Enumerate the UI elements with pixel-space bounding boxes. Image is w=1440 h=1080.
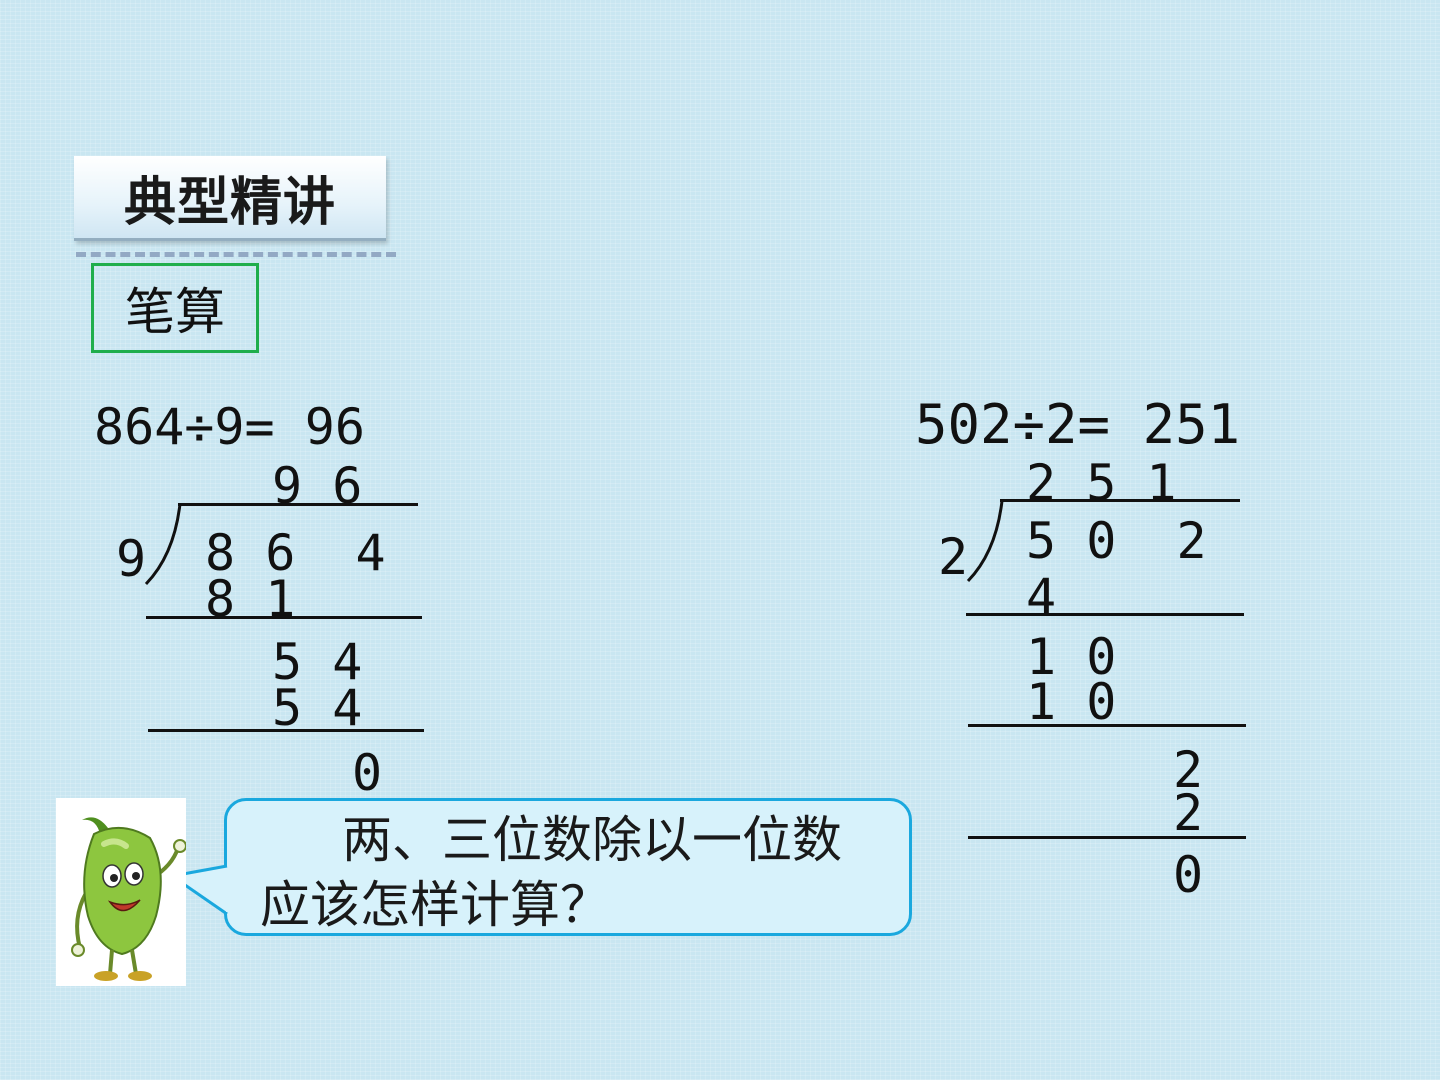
speech-bubble [224, 798, 912, 936]
left-equation: 864÷9= 96 [94, 398, 365, 456]
right-step-3: 1 0 [1026, 673, 1117, 731]
mascot-character-icon [56, 798, 187, 986]
right-step-5: 2 [1173, 784, 1204, 842]
right-vinculum [1000, 499, 1240, 502]
bubble-line-2: 应该怎样计算？ [260, 876, 610, 934]
right-rule-2 [968, 724, 1246, 727]
left-remainder: 0 [352, 744, 383, 802]
left-bracket [144, 503, 182, 586]
left-step-2: 5 4 [272, 633, 363, 691]
right-bracket [966, 500, 1004, 583]
left-rule-1 [146, 616, 422, 619]
right-step-2: 1 0 [1026, 628, 1117, 686]
right-divisor: 2 [938, 528, 969, 586]
left-rule-2 [148, 729, 424, 732]
section-title: 典型精讲 [74, 156, 386, 241]
right-equation: 502÷2= 251 [915, 393, 1241, 456]
right-rule-3 [968, 836, 1246, 839]
bubble-line-1: 两、三位数除以一位数 [342, 811, 842, 869]
left-step-3: 5 4 [272, 679, 363, 737]
right-dividend: 5 0 2 [1026, 512, 1207, 570]
left-divisor: 9 [116, 530, 147, 588]
right-remainder: 0 [1173, 846, 1204, 904]
left-step-1: 8 1 [205, 570, 296, 628]
left-quotient: 9 6 [272, 457, 363, 515]
right-rule-1 [966, 613, 1244, 616]
title-divider [76, 252, 396, 257]
left-dividend: 8 6 4 [205, 524, 386, 582]
left-vinculum [178, 503, 418, 506]
right-step-4: 2 [1173, 741, 1204, 799]
subtitle-box: 笔算 [91, 263, 259, 353]
